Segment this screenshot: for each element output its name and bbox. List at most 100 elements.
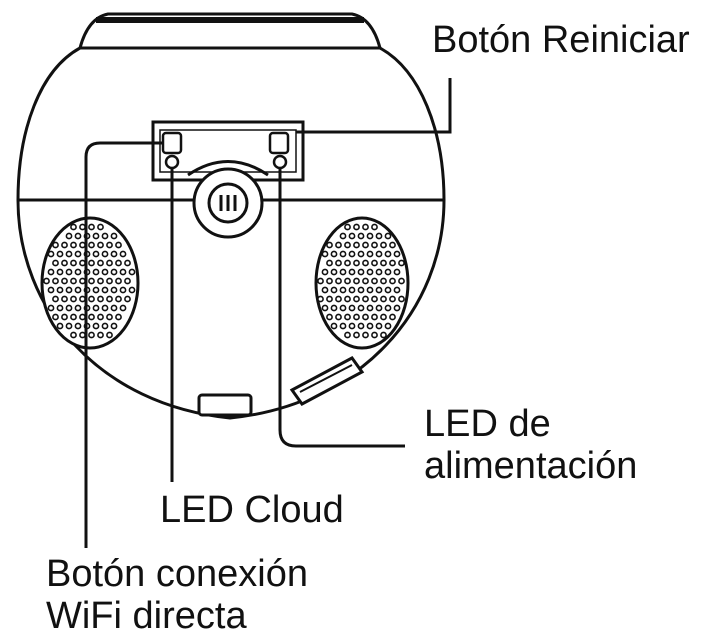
grille-hole (74, 232, 82, 240)
grille-hole (47, 304, 55, 312)
grille-hole (344, 223, 351, 231)
grille-hole (344, 331, 351, 339)
grille-hole (79, 223, 86, 231)
grille-hole (106, 295, 113, 303)
grille-hole (384, 286, 392, 294)
grille-hole (362, 277, 369, 285)
label-wifi-button-line2: WiFi directa (46, 595, 247, 637)
grille-hole (375, 304, 383, 312)
grille-hole (366, 286, 374, 294)
grille-hole (380, 331, 387, 339)
grille-hole (321, 286, 329, 294)
grille-hole (398, 277, 405, 285)
grille-hole (110, 304, 118, 312)
grille-hole (384, 268, 392, 276)
grille-hole (366, 232, 374, 240)
grille-hole (339, 322, 347, 330)
grille-hole (106, 241, 113, 249)
grille-hole (362, 295, 369, 303)
leader-reset (296, 78, 452, 134)
grille-hole (380, 277, 387, 285)
grille-hole (330, 304, 338, 312)
grille-hole (110, 286, 118, 294)
grille-hole (101, 286, 109, 294)
grille-hole (366, 304, 374, 312)
grille-hole (393, 250, 401, 258)
grille-hole (371, 259, 378, 267)
camera-body (16, 46, 446, 420)
grille-hole (88, 295, 95, 303)
grille-hole (398, 259, 405, 267)
sd-card-slot-detail (299, 364, 353, 393)
grille-hole (70, 313, 77, 321)
grille-hole (88, 277, 95, 285)
grille-hole (344, 313, 351, 321)
grille-hole (119, 268, 127, 276)
grille-hole (97, 241, 104, 249)
grille-hole (115, 277, 122, 285)
grille-hole (375, 268, 383, 276)
control-housing-inner (159, 129, 297, 173)
grille-hole (389, 241, 396, 249)
grille-hole (119, 304, 127, 312)
grille-hole (115, 313, 122, 321)
grille-hole (74, 322, 82, 330)
grille-hole (110, 232, 118, 240)
grille-hole (353, 313, 360, 321)
grille-hole (339, 286, 347, 294)
leader-wifi-button (84, 141, 163, 548)
grille-hole (124, 295, 131, 303)
grille-hole (74, 268, 82, 276)
grille-hole (344, 259, 351, 267)
grille-hole (92, 232, 100, 240)
grille-hole (47, 286, 55, 294)
grille-hole (106, 313, 113, 321)
grille-hole (393, 304, 401, 312)
grille-hole (97, 223, 104, 231)
grille-hole (101, 268, 109, 276)
grille-hole (70, 295, 77, 303)
grille-hole (88, 223, 95, 231)
grille-hole (366, 322, 374, 330)
grille-hole (106, 259, 113, 267)
grille-hole (101, 232, 109, 240)
grille-hole (375, 286, 383, 294)
grille-hole (56, 322, 64, 330)
grille-hole (384, 304, 392, 312)
grille-hole (65, 268, 73, 276)
grille-hole (128, 268, 136, 276)
grille-hole (70, 259, 77, 267)
grille-hole (79, 259, 86, 267)
grille-hole (362, 241, 369, 249)
grille-hole (362, 313, 369, 321)
grille-hole (348, 286, 356, 294)
grille-hole (61, 241, 68, 249)
grille-hole (362, 331, 369, 339)
grille-hole (375, 250, 383, 258)
grille-hole (348, 322, 356, 330)
grille-hole (317, 277, 324, 285)
grille-hole (353, 241, 360, 249)
grille-hole (326, 259, 333, 267)
grille-hole (97, 259, 104, 267)
grille-hole (398, 295, 405, 303)
grille-hole (74, 286, 82, 294)
grille-hole (335, 295, 342, 303)
grille-hole (375, 232, 383, 240)
grille-hole (339, 268, 347, 276)
grille-hole (47, 250, 55, 258)
grille-hole (384, 250, 392, 258)
grille-hole (371, 331, 378, 339)
grille-hole (79, 277, 86, 285)
grille-hole (344, 241, 351, 249)
grille-hole (65, 322, 73, 330)
grille-hole (353, 277, 360, 285)
grille-hole (380, 259, 387, 267)
grille-hole (393, 268, 401, 276)
leader-power-led (278, 168, 405, 448)
grille-hole (128, 286, 136, 294)
grille-hole (366, 250, 374, 258)
grille-hole (389, 295, 396, 303)
grille-hole (56, 304, 64, 312)
